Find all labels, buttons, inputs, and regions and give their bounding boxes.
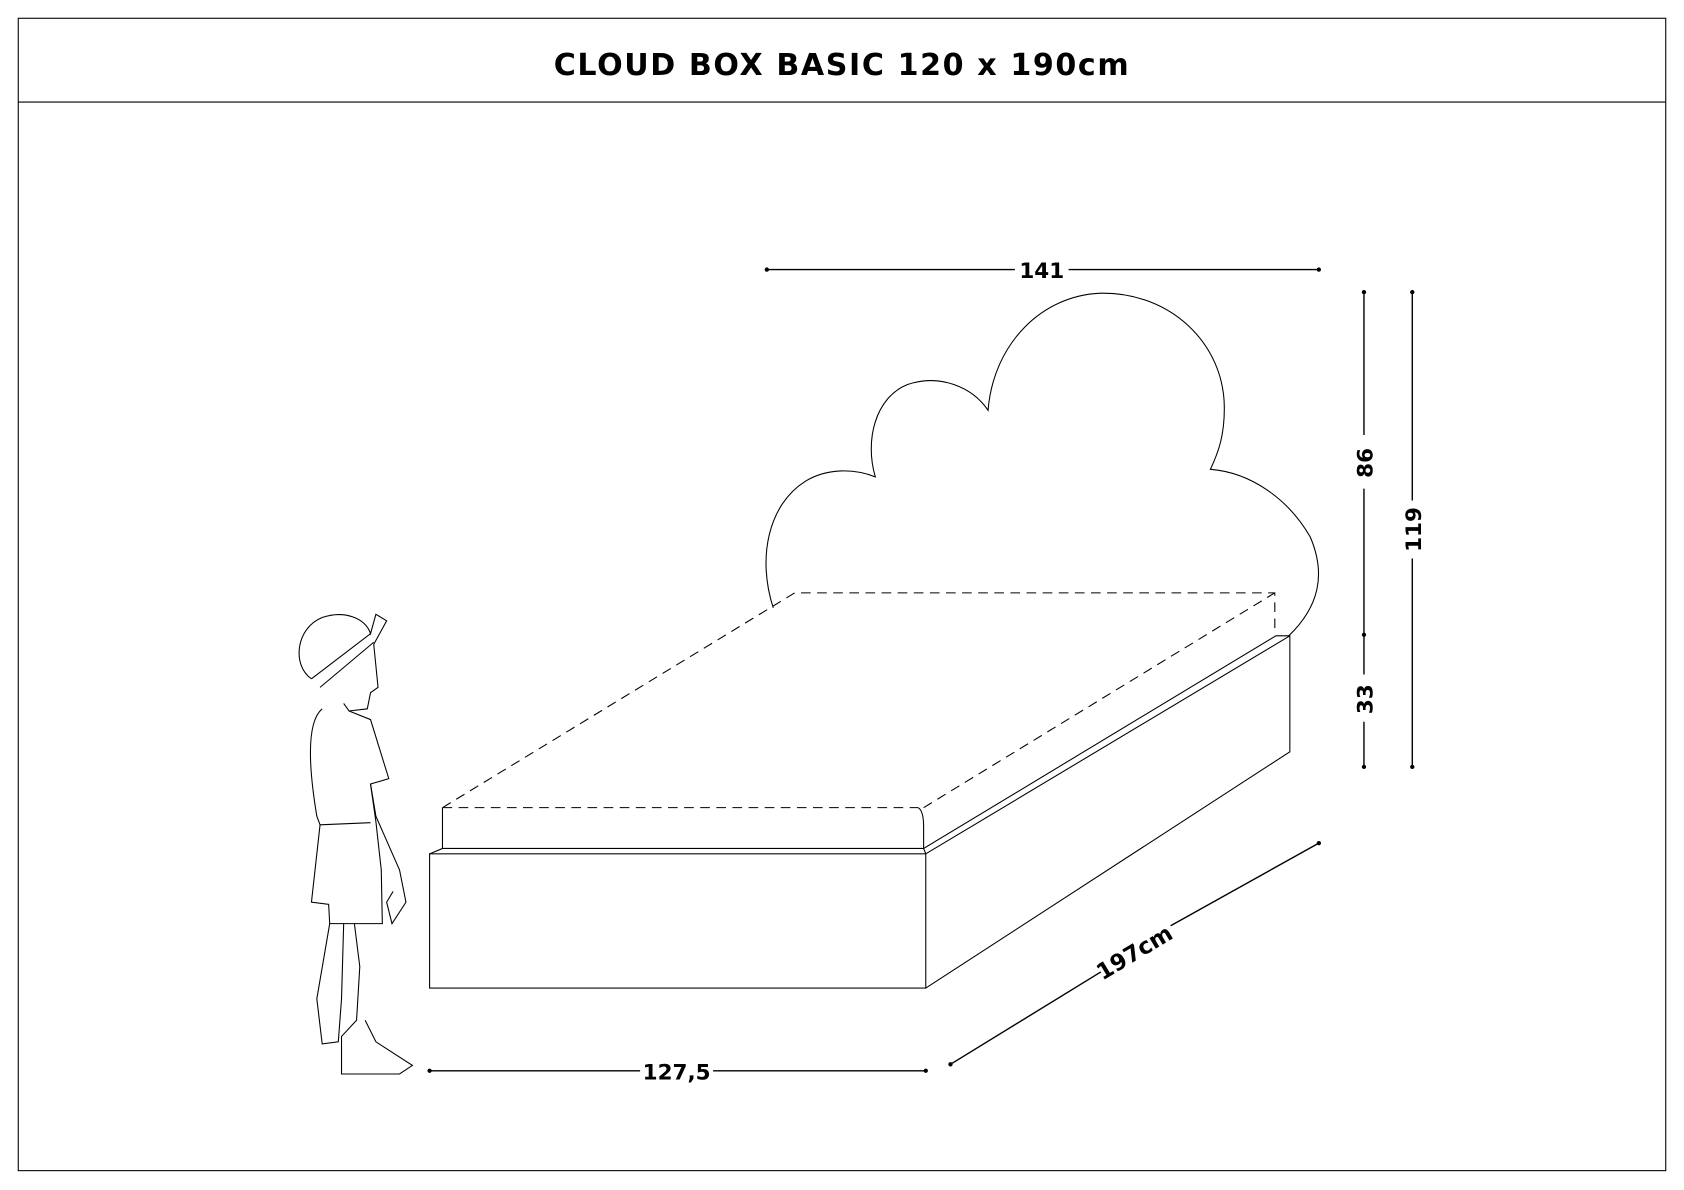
- dimension-label-141: 141: [1019, 259, 1064, 284]
- cloud-headboard: [765, 292, 1320, 637]
- dimension-label-197cm: 197cm: [1092, 920, 1177, 986]
- dimension-length: 197cm: [948, 840, 1321, 1067]
- dimension-label-86: 86: [1354, 448, 1379, 478]
- dimension-heights: 86 33: [1354, 289, 1379, 769]
- dimension-total-height: 119: [1402, 289, 1427, 769]
- drawing-frame: [17, 17, 1667, 1172]
- dimension-width: 127,5: [427, 1060, 928, 1085]
- mattress: [441, 592, 1276, 849]
- child-figure: [298, 613, 414, 1075]
- drawing-title: CLOUD BOX BASIC 120 x 190cm: [554, 48, 1131, 83]
- dimension-label-119: 119: [1402, 507, 1427, 552]
- bed-base: [429, 635, 1291, 989]
- dimension-label-33: 33: [1354, 684, 1379, 714]
- dimension-label-127-5: 127,5: [643, 1060, 711, 1085]
- dimension-headboard-width: 141: [764, 259, 1321, 284]
